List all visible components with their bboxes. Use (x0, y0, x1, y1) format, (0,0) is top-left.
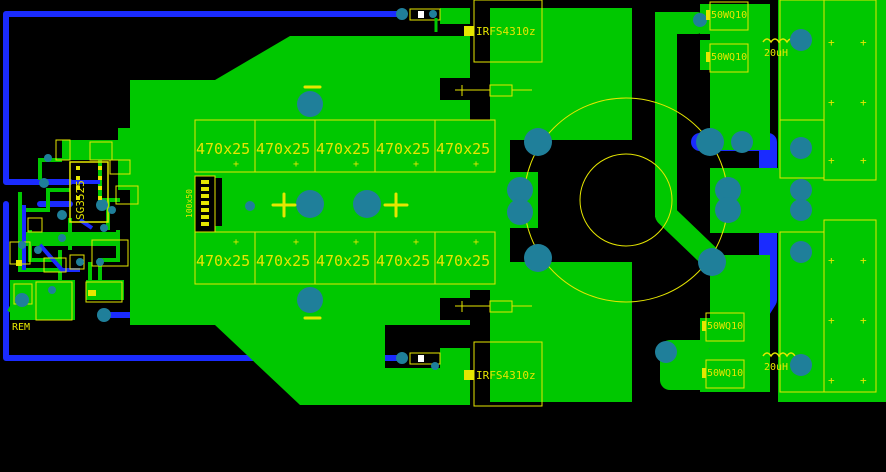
diode-cathode-mark (706, 10, 710, 20)
pour-opening-bottom (440, 298, 490, 320)
gate-drive-top (396, 8, 474, 36)
transformer-pads (507, 13, 753, 363)
copper-pour-bottom-right (490, 262, 632, 402)
cap-plus-mark: + (353, 237, 359, 248)
output-cap-plus: + (860, 96, 867, 109)
inductor-top: 20uH (762, 38, 796, 59)
cap-rating-label: 470x25 (316, 140, 370, 158)
mosfet-top: IRFS4310z (455, 0, 543, 97)
cap-outline (434, 231, 496, 285)
cap-rating-label: 470x25 (436, 140, 490, 158)
output-cap-plus: + (828, 254, 835, 267)
cap-rating-label: 470x25 (376, 252, 430, 270)
output-cap-plus: + (860, 314, 867, 327)
cap-plus-mark: + (293, 159, 299, 170)
gate-drive-bottom (396, 352, 474, 380)
copper-pour-tab-bottom (440, 348, 470, 368)
output-cap-plus: + (828, 96, 835, 109)
inductor-bottom: 20uH (762, 352, 796, 373)
diode-group: 50WQ10 50WQ10 50WQ10 50WQ10 (702, 1, 749, 389)
cap-plus-mark: + (473, 237, 479, 248)
mosfet-bottom: IRFS4310z (455, 300, 543, 407)
copper-pour-top-right (490, 8, 632, 140)
cap-rating-label: 470x25 (256, 252, 310, 270)
cap-rating-label: 470x25 (196, 140, 250, 158)
cap-plus-mark: + (293, 237, 299, 248)
copper-pour-tab (440, 8, 470, 24)
inductor-bottom-label: 20uH (764, 362, 788, 373)
output-cap-plus: + (828, 36, 835, 49)
cap-plus-mark: + (233, 237, 239, 248)
diode-label: 50WQ10 (707, 321, 743, 332)
inductor-top-label: 20uH (764, 48, 788, 59)
output-cap-plus: + (860, 254, 867, 267)
output-cap-plus: + (828, 374, 835, 387)
copper-pour-main (118, 36, 538, 405)
cap-plus-mark: + (413, 159, 419, 170)
cap-plus-mark: + (473, 159, 479, 170)
cap-plus-mark: + (353, 159, 359, 170)
bulk-cap-markings (271, 85, 409, 320)
output-cap-plus: + (860, 154, 867, 167)
remote-label: REM (12, 322, 30, 333)
capacitor-100x50: 100x50 (185, 175, 216, 233)
diode-label: 50WQ10 (707, 368, 743, 379)
mosfet-top-label: IRFS4310z (476, 25, 536, 38)
cap-rating-label: 470x25 (256, 140, 310, 158)
cap-rating-label: 470x25 (376, 140, 430, 158)
output-cap-plus: + (828, 154, 835, 167)
cap-plus-mark: + (233, 159, 239, 170)
pour-opening-mid-left (215, 178, 222, 226)
diode-label: 50WQ10 (711, 52, 747, 63)
output-cap-plus: + (860, 36, 867, 49)
capacitor-row-bottom: 470x25 +470x25 +470x25 +470x25 +470x25 + (194, 231, 496, 285)
cap-rating-label: 470x25 (316, 252, 370, 270)
output-cap-plus: + (828, 314, 835, 327)
capacitor-row-top: 470x25+470x25+470x25+470x25+470x25+ (194, 119, 496, 173)
output-capacitors (779, 0, 877, 393)
cap-rating-label: 470x25 (196, 252, 250, 270)
ic-sg3525 (69, 161, 109, 223)
output-cap-plus: + (860, 374, 867, 387)
cap-plus-mark: + (413, 237, 419, 248)
output-cap-plus-marks: + + + + + + + + + + + + (828, 36, 867, 387)
bulk-cap-pads (245, 91, 381, 313)
diode-cathode-mark (702, 321, 706, 331)
output-cap-pads (790, 29, 812, 376)
small-cap-label: 100x50 (185, 189, 194, 218)
cap-rating-label: 470x25 (436, 252, 490, 270)
cap-outline (434, 119, 496, 173)
ic-label: SG3525 (74, 180, 87, 220)
diode-cathode-mark (702, 368, 706, 378)
control-circuit: SG3525 (7, 139, 139, 333)
diode-cathode-mark (706, 52, 710, 62)
diode-label: 50WQ10 (711, 10, 747, 21)
pour-opening-top (440, 78, 490, 100)
mosfet-bottom-label: IRFS4310z (476, 369, 536, 382)
